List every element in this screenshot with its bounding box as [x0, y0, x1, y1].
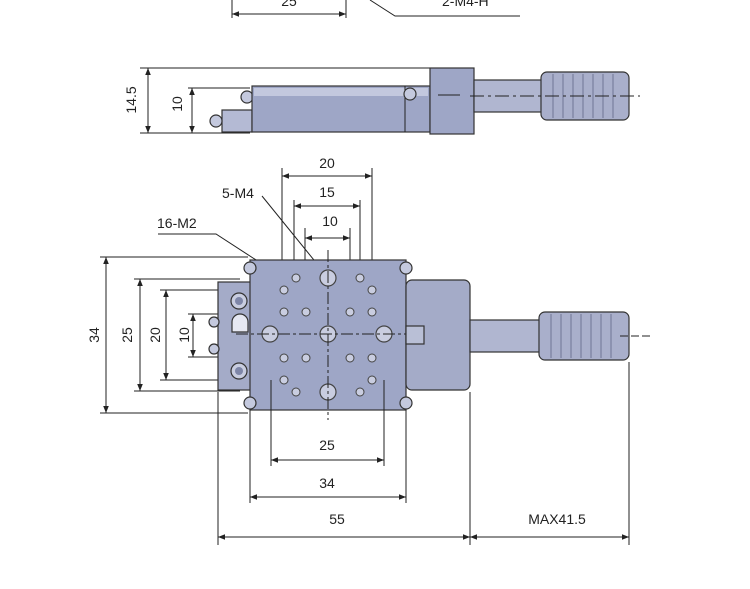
dim-left-20: 20	[147, 327, 163, 343]
dim-bottom-max: MAX41.5	[528, 511, 586, 527]
callout-5-m4: 5-M4	[222, 185, 254, 201]
side-screw-top	[240, 90, 254, 104]
dim-bottom-25: 25	[319, 437, 335, 453]
dim-left-34: 34	[86, 327, 102, 343]
actuator-shaft	[469, 319, 543, 353]
dim-top-20: 20	[319, 155, 335, 171]
side-end-block	[221, 109, 253, 133]
side-screw-left	[209, 114, 223, 128]
dim-side-inner: 10	[169, 96, 185, 112]
top-partial-view: 25 2-M4-H	[231, 0, 520, 18]
dim-top-10: 10	[322, 213, 338, 229]
side-screw-right	[403, 87, 417, 101]
dim-left-25: 25	[119, 327, 135, 343]
side-actuator-housing	[429, 67, 475, 135]
dim-top-left: 25	[281, 0, 297, 9]
callout-16-m2: 16-M2	[157, 215, 197, 231]
top-view: 20 15 10 5-M4 16-M2 34 25 20 10	[86, 155, 650, 545]
dim-top-15: 15	[319, 184, 335, 200]
callout-2-m4-h: 2-M4-H	[442, 0, 489, 9]
dim-side-height: 14.5	[123, 86, 139, 113]
dim-left-10: 10	[176, 327, 192, 343]
m2-holes	[279, 273, 377, 397]
dim-bottom-34: 34	[319, 475, 335, 491]
actuator-knob	[538, 311, 630, 361]
side-view: 14.5 10	[123, 67, 640, 135]
clamp-slot	[231, 313, 249, 333]
dim-bottom-55: 55	[329, 511, 345, 527]
